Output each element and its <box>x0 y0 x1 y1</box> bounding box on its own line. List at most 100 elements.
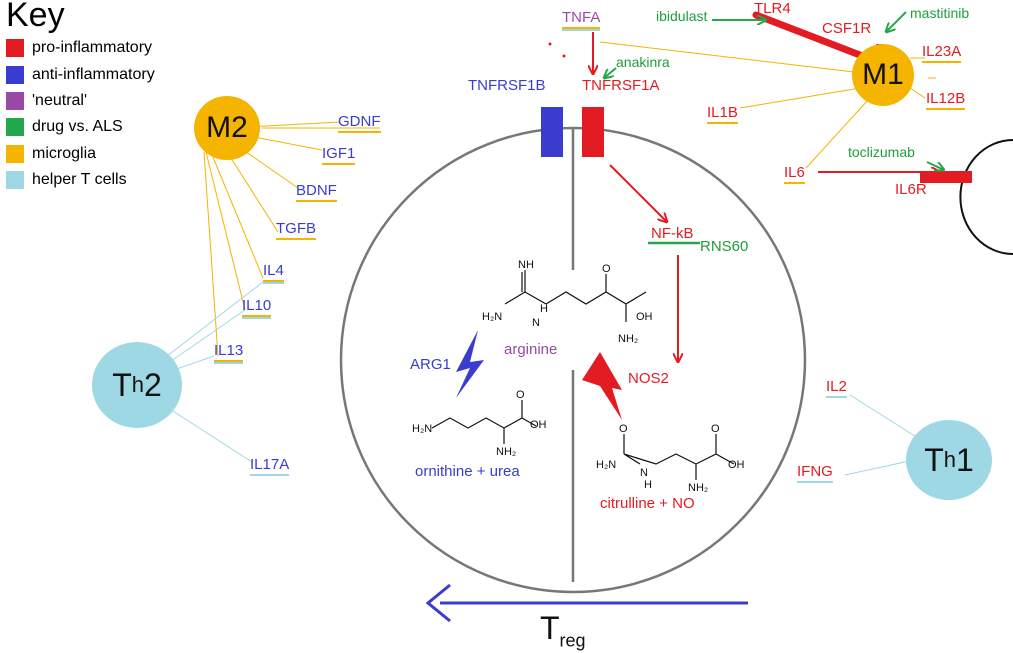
m2-label: M2 <box>206 111 248 144</box>
key-label: 'neutral' <box>32 92 88 109</box>
th2-sub: h <box>131 372 144 397</box>
tnfrsf1b-label: TNFRSF1B <box>468 77 546 94</box>
il17a-label: IL17A <box>250 456 290 476</box>
toclizumab-label: toclizumab <box>848 144 915 160</box>
arginine-n-label: N <box>532 317 540 329</box>
arginine-nh2-label: NH₂ <box>618 333 638 345</box>
key-item: helper T cells <box>6 170 127 190</box>
gdnf-label: GDNF <box>338 113 381 133</box>
il12b-label: IL12B <box>926 90 966 110</box>
treg-label: Treg <box>540 610 586 651</box>
arginine-nh-label: NH <box>518 259 534 271</box>
treg-sub: reg <box>559 630 586 651</box>
key-label: drug vs. ALS <box>32 118 123 135</box>
citrulline-oh-label: OH <box>728 459 745 471</box>
arg1-lightning-icon <box>456 330 484 398</box>
tnfa-label: TNFA <box>562 9 601 29</box>
mastitinib-label: mastitinib <box>910 5 970 21</box>
th1-links <box>844 394 919 476</box>
tnfrsf1b-receptor <box>541 107 563 157</box>
toclizumab-arrow <box>926 161 944 170</box>
citrulline-structure <box>623 434 735 480</box>
tlr4-bar <box>752 11 882 66</box>
il6-label: IL6 <box>784 164 805 184</box>
citrulline-o-left-label: O <box>619 423 628 435</box>
swatch-microglia <box>6 145 24 163</box>
m1-microglia-cell: M1 <box>852 44 914 106</box>
mastitinib-arrow <box>886 11 907 32</box>
arginine-o-label: O <box>602 263 611 275</box>
arginine-h2n-label: H₂N <box>482 311 502 323</box>
key-label: helper T cells <box>32 171 127 188</box>
ifng-label: IFNG <box>797 463 833 483</box>
key-item: 'neutral' <box>6 91 87 111</box>
il13-label: IL13 <box>214 342 244 362</box>
swatch-helper-t-cells <box>6 171 24 189</box>
igf1-label: IGF1 <box>322 145 356 165</box>
key-title: Key <box>6 0 65 34</box>
ornithine-h2n-label: H₂N <box>412 423 432 435</box>
m1-links <box>599 41 936 169</box>
rns60-label: RNS60 <box>700 238 749 255</box>
nos2-lightning-icon <box>582 352 622 420</box>
anakinra-label: anakinra <box>616 54 670 70</box>
citrulline-n-label: N <box>640 467 648 479</box>
il10-label: IL10 <box>242 297 272 317</box>
treg-arrow-head <box>425 583 451 623</box>
key-item: drug vs. ALS <box>6 117 123 137</box>
ornithine-o-label: O <box>516 389 525 401</box>
il23a-label: IL23A <box>922 43 962 63</box>
ibidulast-label: ibidulast <box>656 8 708 24</box>
arginine-oh-label: OH <box>636 311 653 323</box>
tgfb-label: TGFB <box>276 220 316 240</box>
arg1-label: ARG1 <box>410 356 451 373</box>
th1-num: 1 <box>956 441 974 478</box>
th2-main: T <box>112 366 132 403</box>
il2-label: IL2 <box>826 378 847 398</box>
tnfrsf1a-label: TNFRSF1A <box>582 77 660 94</box>
key-item: pro-inflammatory <box>6 38 152 58</box>
tlr4-label: TLR4 <box>754 0 791 17</box>
nfkb-label: NF-kB <box>651 225 694 242</box>
arginine-structure <box>504 270 647 322</box>
m1-label: M1 <box>862 58 904 91</box>
citrulline-h-label: H <box>644 479 652 491</box>
ornithine-structure <box>431 400 537 444</box>
th2-num: 2 <box>144 366 162 403</box>
swatch-drug <box>6 118 24 136</box>
tnfrsf1a-receptor <box>582 107 604 157</box>
ornithine-urea-label: ornithine + urea <box>415 463 520 480</box>
swatch-neutral <box>6 92 24 110</box>
il4-label: IL4 <box>263 262 284 282</box>
m2-microglia-cell: M2 <box>194 96 260 160</box>
il6r-receptor <box>920 171 972 183</box>
citrulline-h2n-label: H₂N <box>596 459 616 471</box>
key-item: microglia <box>6 144 96 164</box>
nos2-label: NOS2 <box>628 370 669 387</box>
arginine-label: arginine <box>504 341 558 358</box>
key-label: pro-inflammatory <box>32 39 153 56</box>
key-label: microglia <box>32 145 97 162</box>
red-dot <box>562 54 566 58</box>
target-cell-membrane <box>959 139 1013 255</box>
th1-sub: h <box>943 447 956 472</box>
key-item: anti-inflammatory <box>6 65 155 85</box>
csf1r-label: CSF1R <box>822 20 872 37</box>
swatch-pro-inflammatory <box>6 39 24 57</box>
il1b-label: IL1B <box>707 104 738 124</box>
swatch-anti-inflammatory <box>6 66 24 84</box>
tnfrsf1a-to-nfkb-arrow <box>609 164 667 222</box>
key-label: anti-inflammatory <box>32 66 155 83</box>
citrulline-no-label: citrulline + NO <box>600 495 695 512</box>
citrulline-nh2-label: NH₂ <box>688 482 708 494</box>
anakinra-arrow <box>604 67 617 78</box>
th1-main: T <box>924 441 944 478</box>
ornithine-oh-label: OH <box>530 419 547 431</box>
bdnf-label: BDNF <box>296 182 337 202</box>
ornithine-nh2-label: NH₂ <box>496 446 516 458</box>
arginine-h-label: H <box>540 303 548 315</box>
il6r-label: IL6R <box>895 181 927 198</box>
